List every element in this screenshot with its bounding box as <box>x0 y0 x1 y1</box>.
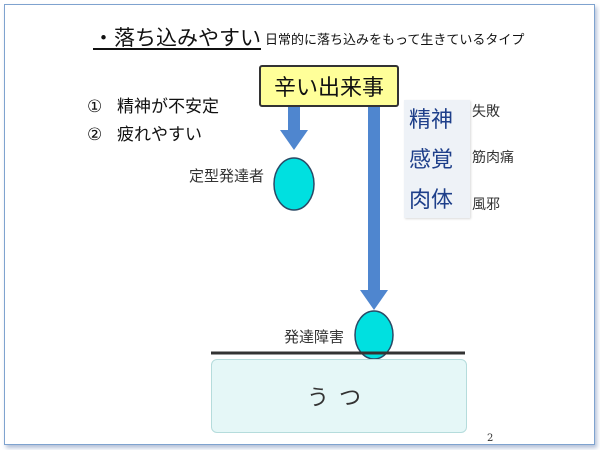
arrow-to-disorder <box>360 100 388 310</box>
example-physical: 風邪 <box>472 197 500 213</box>
depression-box: うつ <box>211 359 467 433</box>
category-sensory: 感覚 <box>409 148 454 173</box>
typical-circle <box>273 157 315 211</box>
event-box: 辛い出来事 <box>259 65 399 107</box>
disorder-label: 発達障害 <box>284 328 345 346</box>
trait-text: 疲れやすい <box>117 125 202 145</box>
page-title: ・落ち込みやすい <box>93 26 261 50</box>
trait-list: ① 精神が不安定 ② 疲れやすい <box>87 93 219 149</box>
page-number: 2 <box>487 433 494 444</box>
trait-item: ① 精神が不安定 <box>87 93 219 121</box>
arrow-to-typical <box>280 100 308 150</box>
trait-item: ② 疲れやすい <box>87 121 219 149</box>
trait-number: ② <box>87 125 103 145</box>
example-mental: 失敗 <box>472 104 500 120</box>
typical-label: 定型発達者 <box>189 167 265 185</box>
example-sensory: 筋肉痛 <box>472 150 514 166</box>
category-physical: 肉体 <box>409 188 454 213</box>
category-box: 精神 感覚 肉体 <box>404 100 470 218</box>
category-mental: 精神 <box>409 108 454 133</box>
trait-number: ① <box>87 97 103 117</box>
page-subtitle: 日常的に落ち込みをもって生きているタイプ <box>265 33 525 48</box>
trait-text: 精神が不安定 <box>117 97 219 117</box>
